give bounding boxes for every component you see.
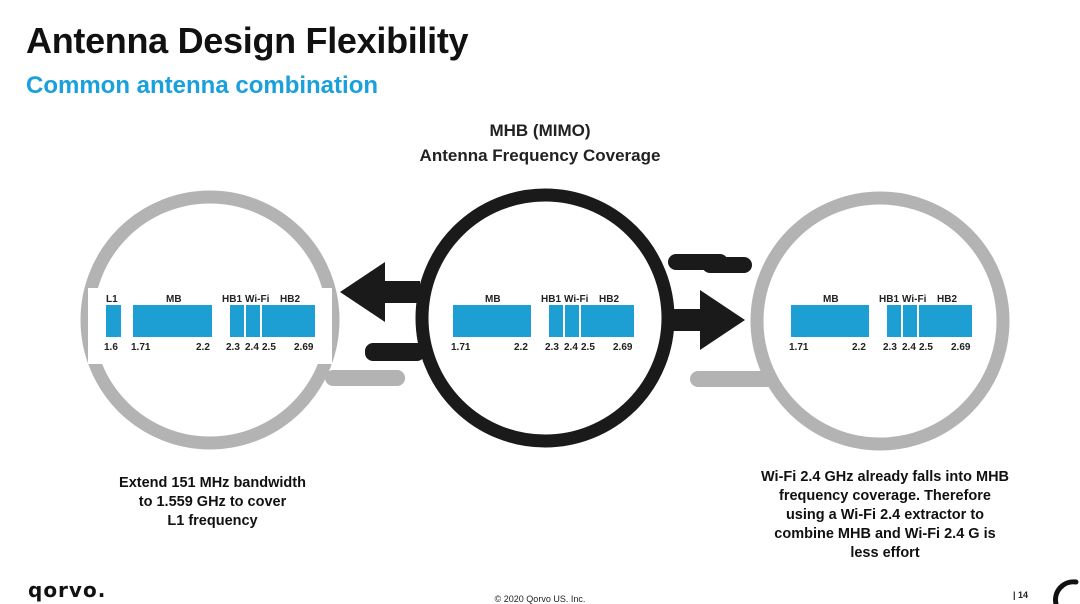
band-label-hb1: HB1 <box>541 294 561 305</box>
tick-label: 1.71 <box>451 342 471 353</box>
band-label-hb2: HB2 <box>937 294 957 305</box>
left-note: Extend 151 MHz bandwidth to 1.559 GHz to… <box>90 474 335 531</box>
copyright-text: © 2020 Qorvo US. Inc. <box>494 594 586 604</box>
band-bar-hb1 <box>230 305 244 337</box>
tick-label: 2.69 <box>294 342 314 353</box>
band-bar-hb1 <box>887 305 901 337</box>
band-label-mb: MB <box>166 294 182 305</box>
tick-label: 2.5 <box>919 342 933 353</box>
tick-label: 1.71 <box>131 342 151 353</box>
tick-label: 2.69 <box>613 342 633 353</box>
right-note-line: Wi-Fi 2.4 GHz already falls into MHB <box>760 469 1010 485</box>
band-bar-mb <box>791 305 869 337</box>
left-note-line: to 1.559 GHz to cover <box>138 494 287 510</box>
heading-line-2: Antenna Frequency Coverage <box>419 146 661 165</box>
band-bar-wifi <box>565 305 579 337</box>
band-label-hb1: HB1 <box>879 294 899 305</box>
band-label-hb2: HB2 <box>280 294 300 305</box>
right-note-line: less effort <box>850 545 920 561</box>
tick-label: 2.3 <box>545 342 559 353</box>
band-label-wifi: Wi-Fi <box>245 294 270 305</box>
tick-label: 2.4 <box>564 342 578 353</box>
band-bar-hb2 <box>262 305 315 337</box>
band-label-l1: L1 <box>106 294 118 305</box>
band-label-wifi: Wi-Fi <box>902 294 927 305</box>
right-arrow <box>660 290 745 350</box>
tick-label: 2.2 <box>196 342 210 353</box>
band-label-wifi: Wi-Fi <box>564 294 589 305</box>
left-note-line: Extend 151 MHz bandwidth <box>119 475 306 491</box>
tick-label: 2.4 <box>245 342 259 353</box>
band-label-hb1: HB1 <box>222 294 242 305</box>
heading-line-1: MHB (MIMO) <box>489 121 591 140</box>
brand-mark-icon <box>1053 579 1079 604</box>
tick-label: 2.4 <box>902 342 916 353</box>
band-bar-wifi <box>246 305 260 337</box>
band-bar-mb <box>453 305 531 337</box>
band-bar-l1 <box>106 305 121 337</box>
band-label-hb2: HB2 <box>599 294 619 305</box>
right-lens <box>750 191 1010 451</box>
right-note-line: frequency coverage. Therefore <box>779 488 991 504</box>
left-note-line: L1 frequency <box>167 513 258 529</box>
band-bar-hb1 <box>549 305 563 337</box>
tick-label: 2.69 <box>951 342 971 353</box>
band-bar-wifi <box>903 305 917 337</box>
right-note-line: using a Wi-Fi 2.4 extractor to <box>785 507 985 523</box>
tick-label: 2.2 <box>514 342 528 353</box>
right-panel: MB HB1 Wi-Fi HB2 1.71 2.2 2.3 2.4 2.5 2.… <box>789 294 972 353</box>
tick-label: 2.5 <box>262 342 276 353</box>
left-arrow <box>340 262 425 361</box>
diagram-heading: MHB (MIMO) Antenna Frequency Coverage <box>390 118 690 168</box>
band-bar-hb2 <box>581 305 634 337</box>
tick-label: 2.3 <box>883 342 897 353</box>
center-panel: MB HB1 Wi-Fi HB2 1.71 2.2 2.3 2.4 2.5 2.… <box>451 294 634 353</box>
page-number: | 14 <box>1013 590 1029 600</box>
left-lens-handle-segment <box>375 370 405 386</box>
right-lens-handle <box>690 371 780 387</box>
band-bar-mb <box>133 305 212 337</box>
qorvo-logo: qorvo. <box>28 578 107 602</box>
tick-label: 2.2 <box>852 342 866 353</box>
right-note: Wi-Fi 2.4 GHz already falls into MHB fre… <box>725 468 1045 563</box>
left-panel: L1 MB HB1 Wi-Fi HB2 1.6 1.71 2.2 2.3 2.4… <box>88 288 332 364</box>
tick-label: 2.5 <box>581 342 595 353</box>
band-label-mb: MB <box>485 294 501 305</box>
center-lens <box>415 188 675 448</box>
tick-label: 2.3 <box>226 342 240 353</box>
center-lens-handle-segment <box>702 257 752 273</box>
band-bar-hb2 <box>919 305 972 337</box>
tick-label: 1.6 <box>104 342 118 353</box>
page-title: Antenna Design Flexibility <box>26 20 469 61</box>
tick-label: 1.71 <box>789 342 809 353</box>
band-label-mb: MB <box>823 294 839 305</box>
page-subtitle: Common antenna combination <box>26 72 379 99</box>
right-note-line: combine MHB and Wi-Fi 2.4 G is <box>774 526 996 542</box>
